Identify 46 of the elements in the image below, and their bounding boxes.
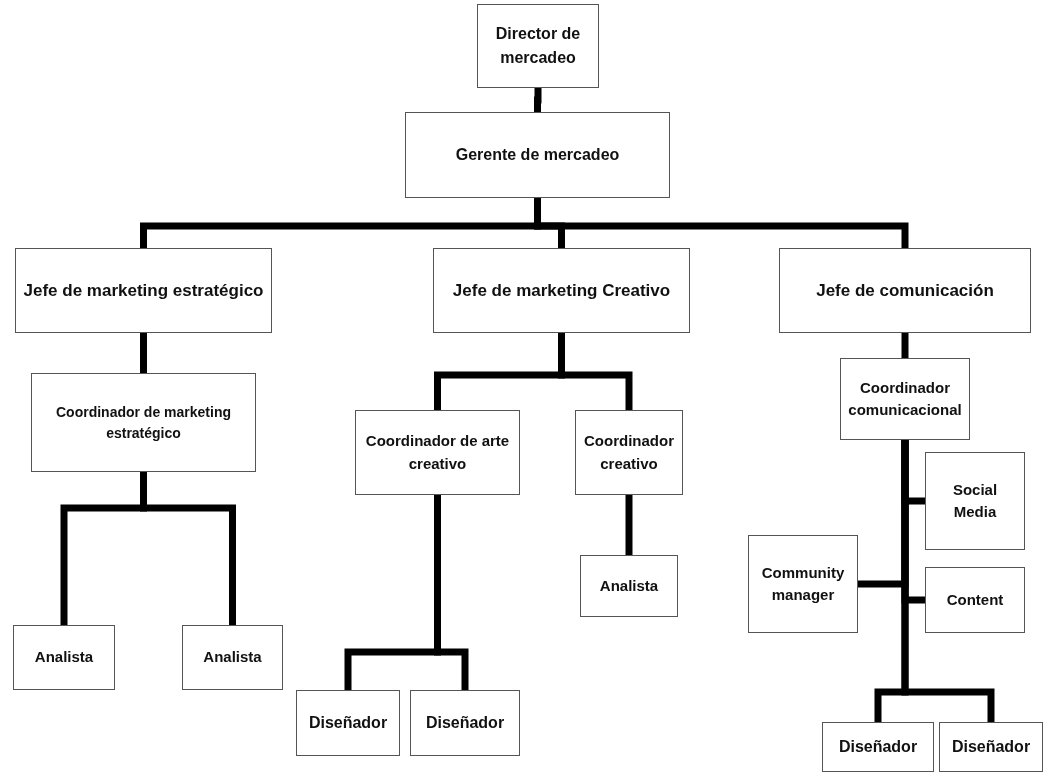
connector-line (140, 333, 147, 373)
org-box (939, 722, 1043, 772)
connector-line (901, 333, 909, 358)
connector-line (534, 198, 909, 248)
org-box (748, 535, 858, 633)
role-label: Gerente de mercadeo (455, 145, 620, 165)
role-label: Social Media (951, 479, 999, 522)
org-box (296, 690, 400, 756)
role-label: Content (946, 589, 1004, 610)
org-box (405, 112, 670, 198)
org-box (15, 248, 272, 333)
role-label: Analista (599, 575, 659, 596)
role-label: Jefe de marketing estratégico (23, 279, 264, 302)
role-label: Community manager (760, 562, 846, 605)
org-box (575, 410, 683, 495)
role-label: Diseñador (838, 737, 918, 757)
role-label: Diseñador (951, 737, 1031, 757)
role-label: Analista (203, 647, 262, 668)
role-label: Diseñador (425, 713, 505, 733)
connector-line (534, 88, 542, 112)
org-box (355, 410, 520, 495)
org-box (182, 625, 283, 690)
connector-line (625, 495, 633, 555)
role-label: Analista (34, 647, 94, 668)
org-box (31, 373, 256, 472)
role-label: Jefe de marketing Creativo (452, 279, 671, 302)
org-box (13, 625, 115, 690)
role-label: Diseñador (308, 713, 388, 733)
org-box (779, 248, 1031, 333)
connector-line (140, 472, 236, 625)
connector-line (558, 333, 633, 410)
connector-line (434, 495, 469, 690)
role-label: Coordinador comunicacional (847, 377, 963, 420)
org-box (822, 722, 934, 772)
role-label: Coordinador de arte creativo (364, 431, 511, 474)
org-box (925, 567, 1025, 633)
org-box (840, 358, 970, 440)
org-box (925, 452, 1025, 550)
role-label: Director de mercadeo (494, 24, 582, 68)
org-box (433, 248, 690, 333)
org-box (410, 690, 520, 756)
role-label: Jefe de comunicación (816, 279, 994, 302)
role-label: Coordinador de marketing estratégico (55, 402, 232, 443)
role-label: Coordinador creativo (583, 431, 675, 474)
org-box (477, 4, 599, 88)
org-box (580, 555, 678, 617)
